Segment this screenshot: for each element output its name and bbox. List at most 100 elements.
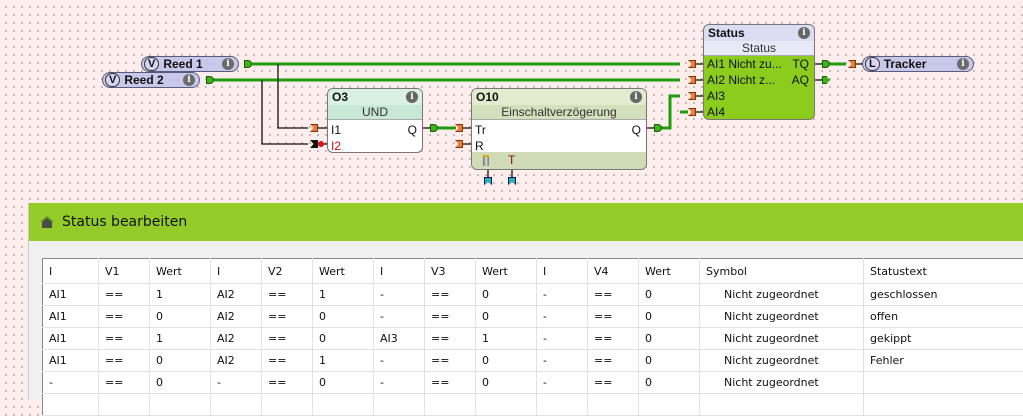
table-cell[interactable]: 0 [476,350,537,372]
table-cell[interactable]: - [537,372,588,394]
table-cell[interactable] [700,394,864,416]
info-icon[interactable]: i [183,74,195,86]
output-tracker[interactable]: L Tracker i [862,56,974,72]
column-header[interactable]: Wert [476,259,537,284]
wire-reed2-o3-i2[interactable] [262,80,308,144]
home-icon[interactable] [39,215,55,229]
column-header[interactable]: Wert [150,259,211,284]
table-cell[interactable]: == [99,350,150,372]
table-cell[interactable]: Nicht zugeordnet [700,372,864,394]
column-header[interactable]: Wert [313,259,374,284]
table-cell[interactable] [374,394,425,416]
wire-o10-status-ai3[interactable] [662,96,680,128]
table-cell[interactable]: == [425,350,476,372]
table-cell[interactable]: 0 [476,306,537,328]
table-cell[interactable] [476,394,537,416]
table-cell[interactable]: Fehler [864,350,1023,372]
table-cell[interactable]: 1 [150,328,211,350]
table-cell[interactable]: 1 [313,350,374,372]
column-header[interactable]: V3 [425,259,476,284]
table-cell[interactable]: - [537,306,588,328]
column-header[interactable]: I [537,259,588,284]
table-cell[interactable]: - [43,372,99,394]
table-cell[interactable]: - [537,284,588,306]
table-cell[interactable]: Nicht zugeordnet [700,306,864,328]
table-cell[interactable]: 0 [639,328,700,350]
table-cell[interactable]: Nicht zugeordnet [700,328,864,350]
table-cell[interactable]: == [588,328,639,350]
table-cell[interactable] [425,394,476,416]
info-icon[interactable]: i [630,91,642,103]
table-cell[interactable]: == [588,350,639,372]
column-header[interactable]: V4 [588,259,639,284]
table-cell[interactable] [211,394,262,416]
table-cell[interactable]: == [588,284,639,306]
table-cell[interactable]: Nicht zugeordnet [700,350,864,372]
table-cell[interactable]: 1 [476,328,537,350]
table-cell[interactable]: == [425,306,476,328]
table-cell[interactable]: 0 [313,372,374,394]
column-header[interactable]: I [211,259,262,284]
table-cell[interactable]: == [425,328,476,350]
info-icon[interactable]: i [957,58,969,70]
table-cell[interactable]: == [99,306,150,328]
table-cell[interactable]: 0 [150,372,211,394]
table-cell[interactable]: 0 [150,350,211,372]
table-cell[interactable] [262,394,313,416]
column-header[interactable]: Wert [639,259,700,284]
table-cell[interactable]: - [211,372,262,394]
table-cell[interactable]: == [588,306,639,328]
table-cell[interactable]: AI2 [211,350,262,372]
table-cell[interactable]: 0 [476,284,537,306]
table-cell[interactable]: 0 [150,306,211,328]
table-cell[interactable] [639,394,700,416]
table-cell[interactable] [150,394,211,416]
column-header[interactable]: Symbol [700,259,864,284]
table-cell[interactable] [588,394,639,416]
table-cell[interactable]: AI1 [43,284,99,306]
table-cell[interactable]: - [537,328,588,350]
table-cell[interactable]: - [374,306,425,328]
block-status[interactable]: Status i Status AI1 Nicht zu...TQ AI2 Ni… [703,24,815,120]
table-cell[interactable] [43,394,99,416]
table-cell[interactable]: AI2 [211,306,262,328]
table-cell[interactable]: == [588,372,639,394]
column-header[interactable]: V1 [99,259,150,284]
table-cell[interactable]: - [374,372,425,394]
reed-2-output-port[interactable] [206,76,214,84]
table-cell[interactable]: 1 [313,284,374,306]
o10-q-port[interactable] [654,124,662,132]
table-cell[interactable]: AI1 [43,328,99,350]
table-cell[interactable]: == [99,284,150,306]
table-cell[interactable]: 0 [639,372,700,394]
table-cell[interactable]: == [262,328,313,350]
table-cell[interactable]: == [262,284,313,306]
table-cell[interactable]: == [99,372,150,394]
wire-reed1-o3-i1[interactable] [278,64,308,128]
table-row-empty[interactable] [43,394,1023,416]
table-cell[interactable]: - [537,350,588,372]
table-cell[interactable]: 0 [639,284,700,306]
table-cell[interactable]: 0 [639,306,700,328]
table-cell[interactable]: AI2 [211,284,262,306]
table-cell[interactable]: Nicht zugeordnet [700,284,864,306]
table-cell[interactable]: 0 [313,306,374,328]
status-tq-port[interactable] [822,60,830,68]
column-header[interactable]: Statustext [864,259,1023,284]
table-cell[interactable]: gekippt [864,328,1023,350]
input-reed-1[interactable]: V Reed 1 i [141,56,239,72]
table-cell[interactable]: geschlossen [864,284,1023,306]
table-cell[interactable]: offen [864,306,1023,328]
info-icon[interactable]: i [222,58,234,70]
table-cell[interactable]: 0 [476,372,537,394]
table-cell[interactable]: == [425,284,476,306]
column-header[interactable]: V2 [262,259,313,284]
table-cell[interactable]: == [425,372,476,394]
